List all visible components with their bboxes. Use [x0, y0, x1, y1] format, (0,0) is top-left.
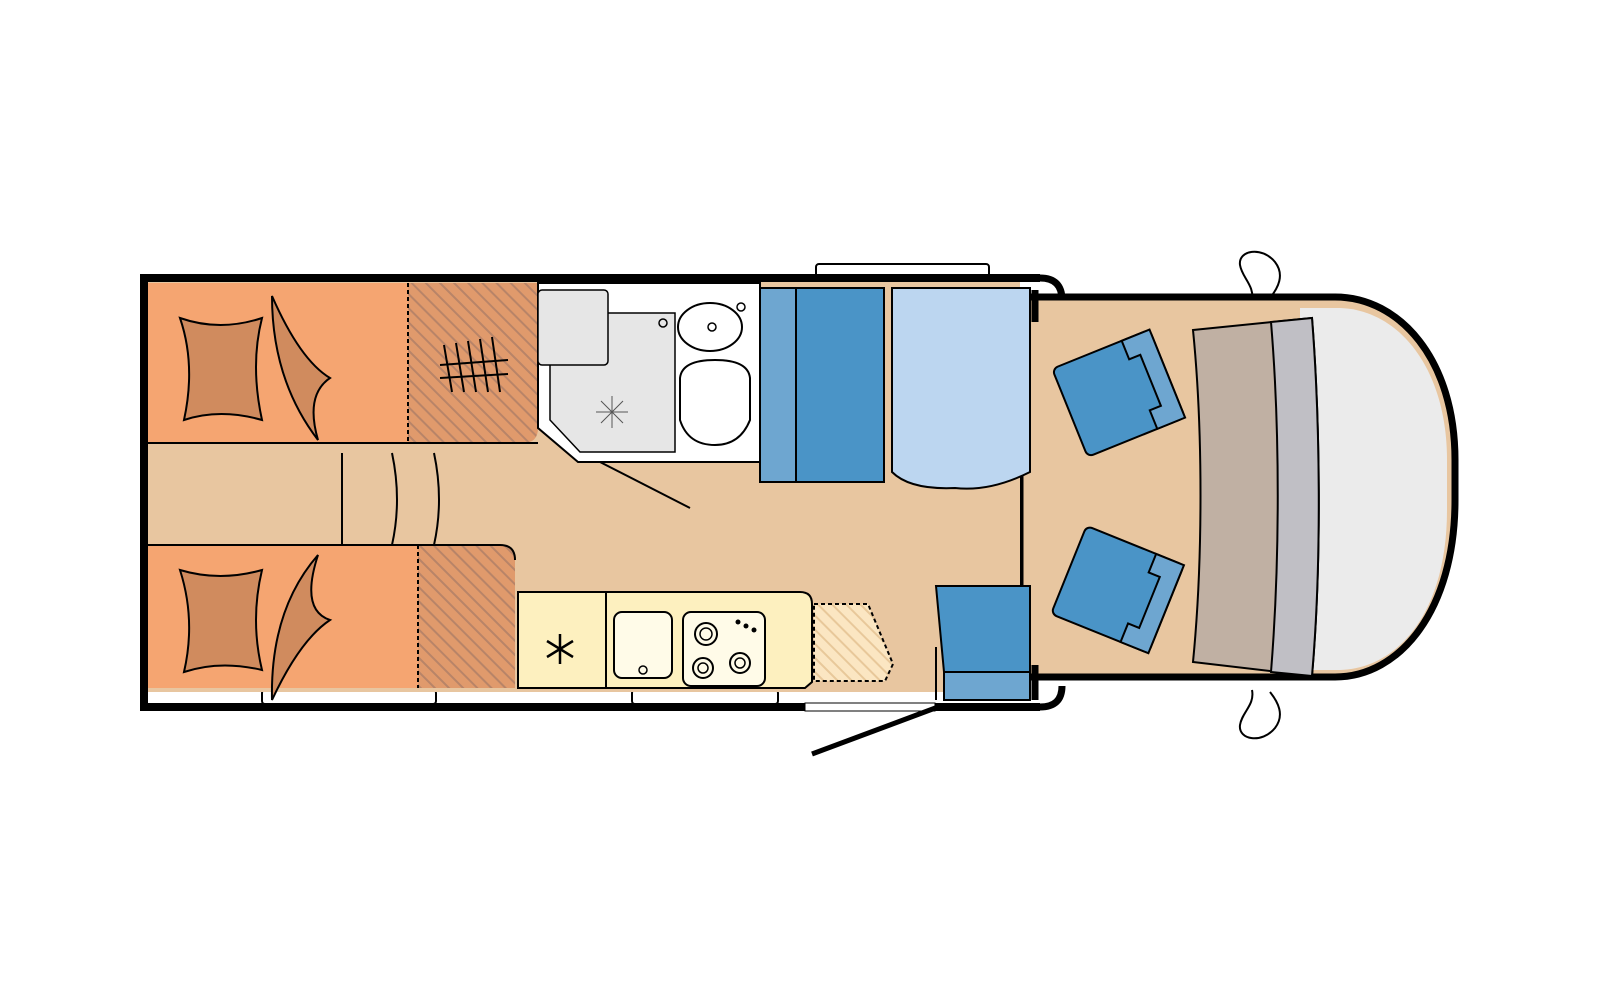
shower-icon: [596, 396, 628, 428]
step-area: [341, 452, 440, 546]
toilet-icon: [679, 358, 751, 447]
dashboard-strip: [1269, 316, 1320, 678]
ladder-icon: [439, 336, 509, 393]
bathroom[interactable]: [537, 282, 761, 509]
driver-seat[interactable]: [1052, 328, 1187, 457]
side-seat[interactable]: [934, 585, 1031, 701]
pillow-icon: [178, 568, 264, 674]
hob-icon: [682, 611, 766, 687]
kitchen[interactable]: [517, 591, 813, 689]
sink-icon: [677, 302, 743, 352]
worktop-extension[interactable]: [813, 603, 895, 682]
sink-icon: [613, 611, 673, 679]
window-bottom-mid: [631, 689, 779, 705]
dinette-table[interactable]: [891, 287, 1031, 490]
shelf: [537, 289, 609, 366]
mirror-icon: [1238, 250, 1281, 303]
dinette-bench[interactable]: [759, 287, 885, 483]
bed-bottom[interactable]: [148, 544, 516, 701]
passenger-seat[interactable]: [1051, 526, 1186, 655]
windshield: [1300, 308, 1447, 670]
fridge-snowflake-icon: [546, 634, 574, 664]
mirror-icon: [1238, 689, 1281, 740]
window-bottom-left: [261, 689, 437, 705]
pillow-icon: [178, 316, 264, 422]
pillow-icon: [271, 295, 332, 441]
pillow-icon: [270, 554, 333, 701]
bathroom-door[interactable]: [599, 461, 691, 509]
outer-wall: [140, 274, 1040, 711]
bed-top[interactable]: [148, 283, 538, 443]
door-icon[interactable]: [804, 647, 939, 757]
